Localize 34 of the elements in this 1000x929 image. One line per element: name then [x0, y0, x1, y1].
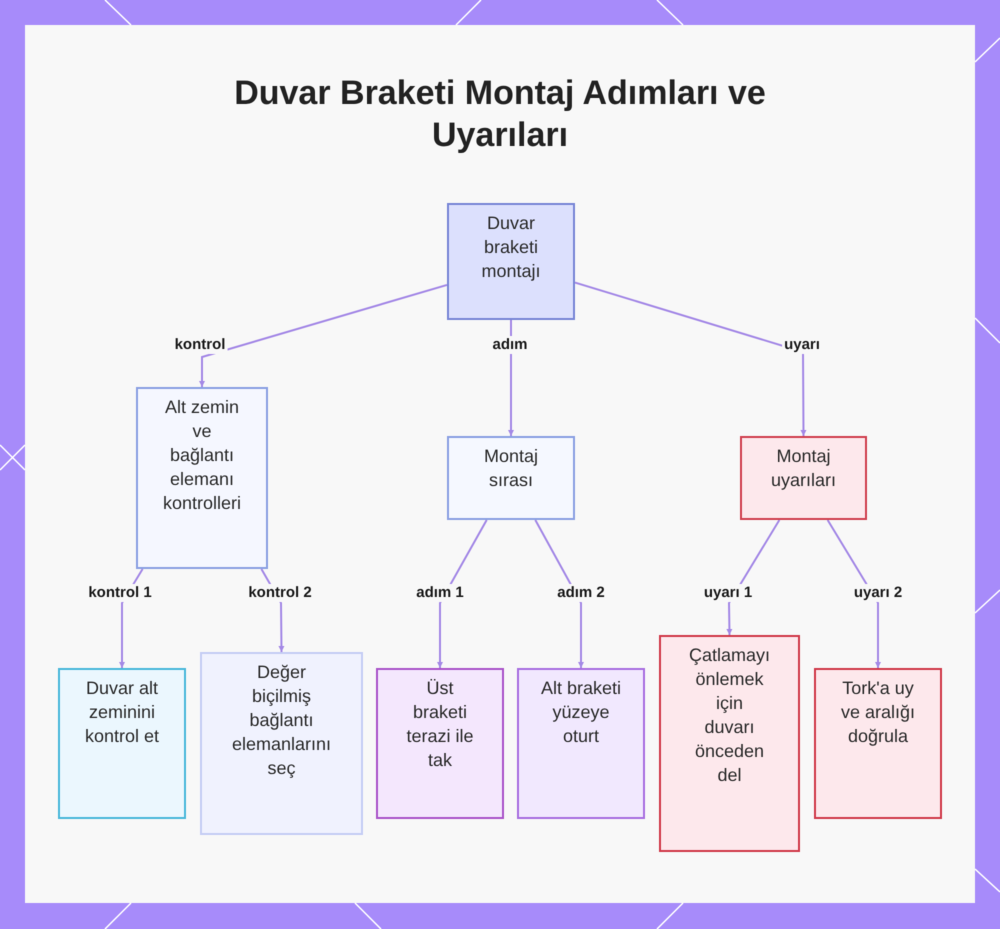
diagram-title: Duvar Braketi Montaj Adımları ve Uyarıları	[233, 73, 767, 156]
process-box	[814, 668, 942, 819]
process-box	[659, 635, 800, 852]
connector-arrow	[534, 520, 584, 668]
edge-label: uyarı 2	[852, 584, 904, 602]
node-text: Duvar braketi montajı	[480, 212, 542, 283]
node-text: Alt zemin ve bağlantı elemanı kontrolleri	[162, 396, 242, 515]
edge-label: kontrol	[172, 336, 228, 354]
process-box	[58, 668, 186, 819]
node-text: Alt braketi yüzeye oturt	[540, 677, 622, 748]
process-box	[740, 436, 867, 520]
connector-arrow	[574, 282, 806, 436]
process-box	[136, 387, 268, 569]
edge-label: kontrol 1	[86, 584, 154, 602]
connector-arrow	[826, 519, 881, 668]
node-text: Montaj sırası	[482, 445, 540, 492]
connector-arrow	[199, 284, 448, 387]
edge-label: kontrol 2	[246, 584, 314, 602]
process-box	[376, 668, 504, 819]
node-text: Değer biçilmiş bağlantı elemanlarını seç	[230, 661, 332, 780]
process-box	[517, 668, 645, 819]
edge-label: uyarı 1	[702, 584, 754, 602]
process-box	[200, 652, 363, 835]
edge-label: adım 1	[414, 584, 466, 602]
process-box	[447, 203, 575, 320]
connector-arrow	[437, 520, 488, 668]
process-box	[447, 436, 575, 520]
node-text: Montaj uyarıları	[770, 445, 838, 492]
node-text: Çatlamayı önlemek için duvarı önceden del	[688, 644, 770, 787]
edge-label: adım	[490, 336, 530, 354]
edge-label: adım 2	[555, 584, 607, 602]
node-text: Duvar alt zeminini kontrol et	[84, 677, 160, 748]
node-text: Tork'a uy ve aralığı doğrula	[840, 677, 916, 748]
node-text: Üst braketi terazi ile tak	[405, 677, 475, 772]
